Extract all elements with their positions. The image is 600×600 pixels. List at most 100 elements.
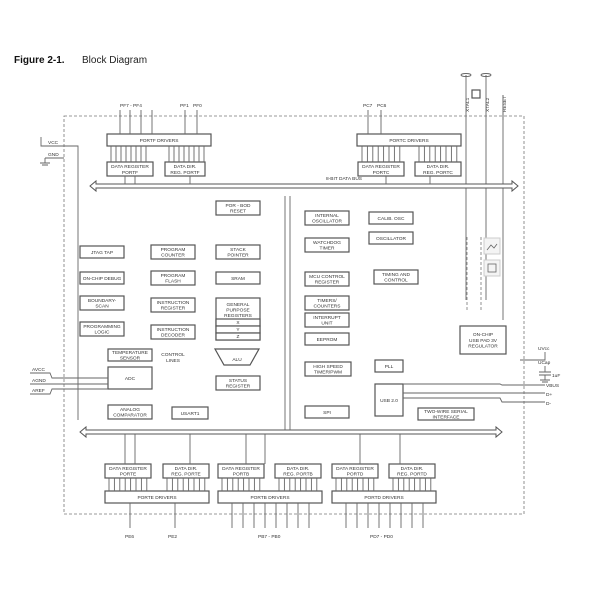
program-flash-label: FLASH (165, 279, 181, 285)
internal-oscillator (304, 210, 350, 226)
data-bus-bottom (79, 425, 503, 439)
crystal-group: XTAL1 XTAL2 RESET (460, 73, 508, 320)
pin-pd7-pd0: PD7 - PD0 (370, 534, 393, 540)
boundary-scan-label: SCAN (95, 304, 109, 310)
data-register-portb-label: DATA REGISTER (222, 466, 260, 472)
data-dir-portc-l2: REG. PORTC (423, 170, 453, 176)
timing-and-control-label: TIMING AND (382, 272, 411, 278)
pin-xtal1: XTAL1 (465, 97, 471, 112)
oscillator (368, 231, 414, 245)
data-dir-portc (414, 161, 462, 177)
status-register-label: STATUS (229, 378, 247, 384)
control-lines-label: LINES (166, 358, 180, 364)
mcu-control-register-label: MCU CONTROL (309, 274, 345, 280)
data-dir-porte-label: REG. PORTE (171, 472, 201, 478)
pin-ucap: UCap (538, 360, 551, 366)
timers-counters-label: COUNTERS (314, 304, 341, 310)
pin-agnd: AGND (32, 378, 46, 384)
spi-label: SPI (323, 410, 331, 416)
program-flash-label: PROGRAM (161, 273, 186, 279)
data-register-porte (104, 463, 152, 479)
oscillator-label: OSCILLATOR (376, 236, 406, 242)
mcu-control-register-label: REGISTER (315, 280, 340, 286)
portf-drivers (106, 133, 212, 147)
portf-drivers-label: PORTF DRIVERS (140, 138, 179, 144)
timers-counters-label: TIMERS/ (317, 298, 337, 304)
por-bod-reset (215, 200, 261, 216)
portc-group: PORTC DRIVERS DATA REGISTER PORTC DATA D… (356, 103, 462, 177)
instruction-decoder-label: INSTRUCTION (157, 327, 190, 333)
watchdog-timer (304, 237, 350, 253)
data-register-portb (217, 463, 265, 479)
data-register-portf (106, 161, 154, 177)
crop-icon[interactable] (483, 259, 501, 277)
interrupt-unit-label: UNIT (321, 321, 332, 327)
portb-drivers (217, 490, 323, 504)
internal-oscillator-label: INTERNAL (315, 213, 339, 219)
pin-pc6: PC6 (377, 103, 387, 109)
analog-comparator-label: ANALOG (120, 407, 140, 413)
usb-2-0-label: USB 2.0 (380, 398, 398, 404)
crystal (471, 89, 481, 99)
data-dir-portd-label: REG. PORTD (397, 472, 427, 478)
pin-uvcc: UVcc (538, 346, 550, 352)
gnd-symbol (40, 157, 64, 166)
pll (374, 359, 404, 373)
pin-pc7: PC7 (363, 103, 373, 109)
spi (304, 405, 350, 419)
status-register (215, 375, 261, 391)
instruction-decoder-label: DECODER (161, 333, 186, 339)
boundary-scan-label: BOUNDARY- (88, 298, 117, 304)
watchdog-timer-label: WATCHDOG (313, 240, 341, 246)
gpr-row-label: Z (237, 334, 240, 340)
pin-dp: D+ (546, 392, 552, 398)
programming-logic (79, 321, 125, 337)
data-register-portc (357, 161, 405, 177)
data-register-porte-label: DATA REGISTER (109, 466, 147, 472)
programming-logic-label: PROGRAMMING (83, 324, 121, 330)
bus-label: 8-BIT DATA BUS (326, 176, 362, 182)
vcc-line (40, 137, 79, 420)
data-dir-portb (274, 463, 322, 479)
internal-oscillator-label: OSCILLATOR (312, 219, 342, 225)
pin-pf1: PF1 (180, 103, 189, 109)
data-dir-portd-label: DATA DIR. (401, 466, 424, 472)
calib-osc-label: CALIB. OSC (378, 216, 405, 222)
watchdog-timer-label: TIMER (320, 246, 335, 252)
pin-pe2: PE2 (168, 534, 177, 540)
boundary-scan (79, 295, 125, 311)
two-wire-serial-interface-label: TWO-WIRE SERIAL (424, 409, 468, 415)
data-register-portd-label: PORTD (347, 472, 364, 478)
usb-pad-regulator (459, 325, 507, 355)
pin-pf7-pf4: PF7 - PF4 (120, 103, 142, 109)
data-dir-portb-label: DATA DIR. (287, 466, 310, 472)
program-flash (150, 270, 196, 286)
data-dir-portd (388, 463, 436, 479)
stack-pointer (215, 244, 261, 260)
alu-label: ALU (232, 357, 242, 363)
por-bod-reset-label: POR - BOD (225, 203, 251, 209)
por-bod-reset-label: RESET (230, 209, 246, 215)
porte-drivers (104, 490, 210, 504)
instruction-register-label: INSTRUCTION (157, 300, 190, 306)
cap-value: 1uF (552, 373, 560, 379)
pin-aref: AREF (32, 388, 45, 394)
data-register-portc-l2: PORTC (373, 170, 390, 176)
pin-pe6: PE6 (125, 534, 134, 540)
data-register-porte-label: PORTE (120, 472, 136, 478)
general-purpose-registers-label: GENERAL (227, 302, 250, 308)
pin-reset: RESET (502, 96, 508, 112)
program-counter (150, 244, 196, 260)
chip-boundary (63, 115, 525, 515)
pin-xtal2: XTAL2 (485, 97, 491, 112)
program-counter-label: PROGRAM (161, 247, 186, 253)
high-speed-timer-pwm-label: HIGH SPEED (313, 364, 343, 370)
usart1 (171, 406, 209, 420)
data-dir-portf-l2: REG. PORTF (170, 170, 199, 176)
pin-vbus: VBUS (546, 383, 559, 389)
instruction-register (150, 297, 196, 313)
data-register-portd-label: DATA REGISTER (336, 466, 374, 472)
jtag-tap-label: JTAG TAP (91, 250, 113, 256)
usart1-label: USART1 (181, 411, 200, 417)
